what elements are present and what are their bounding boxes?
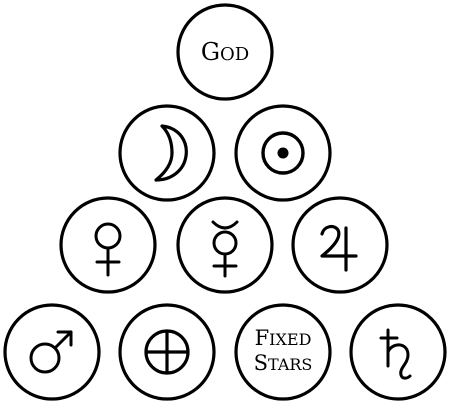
node-ring <box>176 3 274 101</box>
node-venus <box>59 196 157 294</box>
crescent-moon-icon <box>154 124 188 182</box>
node-ring <box>59 196 157 294</box>
node-label-fixed-stars-line-2: STARS <box>254 351 313 375</box>
god-rest: OD <box>220 44 249 65</box>
node-sun <box>234 104 332 202</box>
node-ring <box>118 104 216 202</box>
saturn-icon <box>379 328 412 380</box>
node-label-fixed-stars-line-1: FIXED <box>255 326 312 350</box>
mercury-icon <box>211 220 239 278</box>
venus-icon <box>94 222 122 277</box>
earth-cross-circle-icon <box>144 329 190 375</box>
sun-circumpunct-icon <box>261 131 305 175</box>
node-ring <box>234 303 332 401</box>
node-mars <box>3 303 101 401</box>
node-moon <box>118 104 216 202</box>
god-first-letter: G <box>201 38 220 66</box>
mars-icon <box>29 330 73 374</box>
node-earth <box>118 303 216 401</box>
node-saturn <box>349 303 447 401</box>
node-label-god: GOD <box>201 38 249 66</box>
jupiter-icon <box>320 224 358 272</box>
node-god: GOD <box>176 3 274 101</box>
node-jupiter <box>291 196 389 294</box>
node-ring <box>176 196 274 294</box>
node-mercury <box>176 196 274 294</box>
node-ring <box>291 196 389 294</box>
node-ring <box>349 303 447 401</box>
node-ring <box>3 303 101 401</box>
node-fixed-stars: FIXED STARS <box>234 303 332 401</box>
